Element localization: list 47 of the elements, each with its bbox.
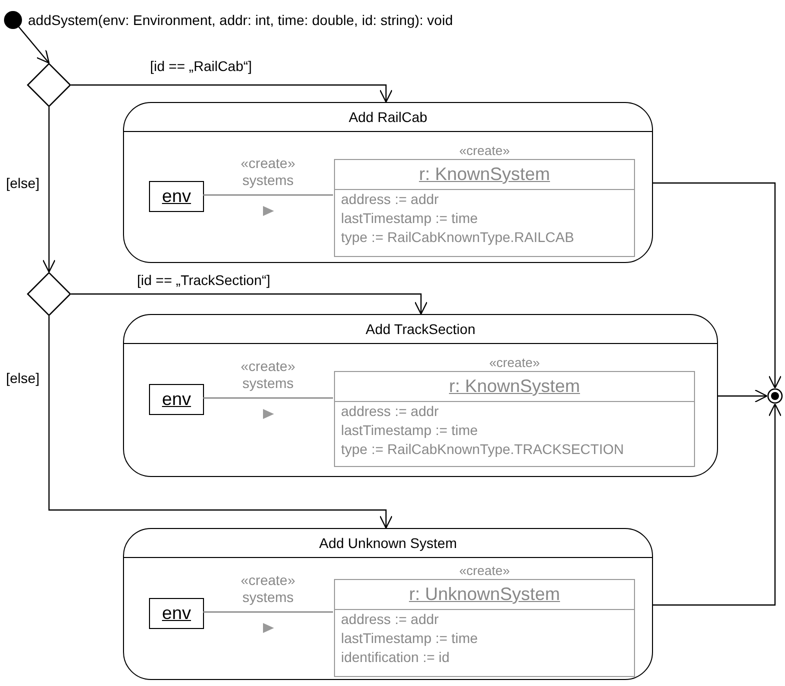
initial-node (4, 11, 22, 29)
link-line (203, 397, 333, 399)
object-name: env (160, 388, 192, 411)
guard-label: [id == „RailCab“] (150, 58, 252, 74)
object-name: r: KnownSystem (335, 372, 694, 402)
attribute-text: address := addr (340, 190, 440, 209)
object-node (149, 384, 204, 415)
attribute-text: lastTimestamp := time (340, 209, 479, 228)
action-box (123, 314, 718, 477)
attribute-text: lastTimestamp := time (340, 421, 479, 440)
attribute-text: type := RailCabKnownType.RAILCAB (340, 228, 576, 247)
stereotype-label: «create» (458, 563, 511, 578)
decision-diamond (27, 272, 71, 316)
guard-label: [id == „TrackSection“] (137, 272, 270, 288)
attribute-text: identification := id (340, 648, 451, 667)
attribute-text: address := addr (340, 402, 440, 421)
attribute-text: type := RailCabKnownType.TRACKSECTION (340, 440, 625, 459)
object-name: env (160, 185, 192, 208)
signature-text: addSystem(env: Environment, addr: int, time: double, id: string): void (28, 12, 453, 28)
control-flow-arrow (18, 26, 50, 64)
decision-diamond (27, 63, 71, 107)
object-name: r: KnownSystem (335, 160, 634, 190)
control-flow-arrow (71, 293, 428, 315)
stereotype-label: «create» (488, 355, 541, 370)
object-node (149, 181, 204, 212)
final-node (767, 388, 783, 404)
attribute-text: lastTimestamp := time (340, 629, 479, 648)
control-flow-arrow (653, 182, 782, 389)
action-title: Add RailCab (124, 103, 652, 132)
action-box (123, 528, 653, 680)
control-flow-arrow (718, 389, 768, 403)
guard-label: [else] (6, 175, 40, 191)
control-flow-arrow (42, 107, 56, 273)
attribute-text: address := addr (340, 610, 440, 629)
guard-label: [else] (6, 370, 40, 386)
action-title: Add Unknown System (124, 529, 652, 558)
object-node (149, 598, 204, 629)
control-flow-arrow (48, 316, 393, 529)
link-line (203, 611, 333, 613)
action-box (123, 102, 653, 263)
object-name: r: UnknownSystem (335, 580, 634, 610)
link-line (203, 194, 333, 196)
control-flow-arrow (653, 403, 782, 606)
object-name: env (160, 602, 192, 625)
control-flow-arrow (71, 84, 393, 103)
stereotype-label: «create» (458, 143, 511, 158)
action-title: Add TrackSection (124, 315, 717, 344)
